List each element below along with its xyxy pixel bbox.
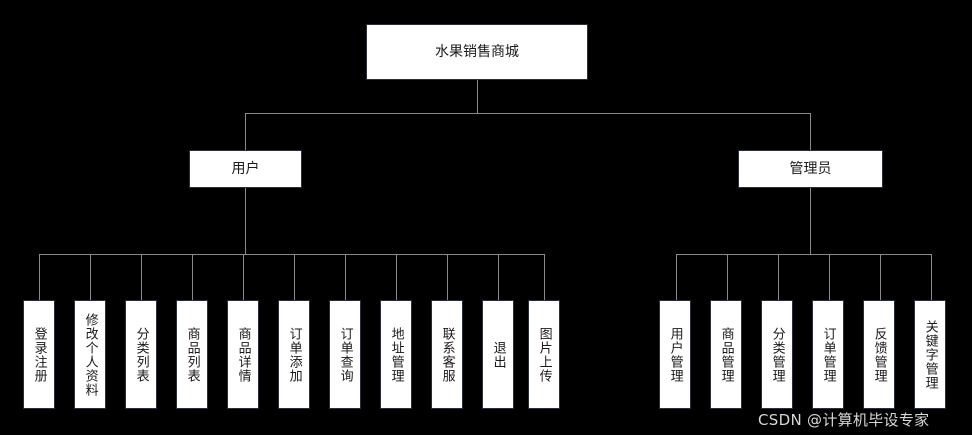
leaf-node-user[interactable]: 修改个人资料 xyxy=(74,300,106,409)
leaf-node-user[interactable]: 商品列表 xyxy=(176,300,208,409)
leaf-node-user-label: 分类列表 xyxy=(133,326,149,383)
node-root-label: 水果销售商城 xyxy=(435,43,519,60)
connector-admin-leaf-drop xyxy=(778,254,779,300)
leaf-node-admin-label: 用户管理 xyxy=(667,326,683,383)
leaf-node-user-label: 联系客服 xyxy=(439,326,455,383)
leaf-node-admin-label: 关键字管理 xyxy=(922,319,938,390)
node-branch-user[interactable]: 用户 xyxy=(189,150,302,188)
connector-drop-user xyxy=(245,113,246,150)
connector-admin-leaf-drop xyxy=(880,254,881,300)
connector-user-leaf-drop xyxy=(192,254,193,300)
leaf-node-admin[interactable]: 订单管理 xyxy=(812,300,844,409)
leaf-node-user-label: 订单查询 xyxy=(337,326,353,383)
leaf-node-user[interactable]: 图片上传 xyxy=(528,300,560,409)
connector-user-stem xyxy=(245,188,246,254)
connector-admin-bus xyxy=(676,254,931,255)
connector-user-leaf-drop xyxy=(498,254,499,300)
connector-admin-leaf-drop xyxy=(727,254,728,300)
connector-drop-admin xyxy=(810,113,811,150)
connector-user-bus xyxy=(39,254,544,255)
leaf-node-user[interactable]: 退出 xyxy=(482,300,514,409)
leaf-node-user[interactable]: 联系客服 xyxy=(431,300,463,409)
connector-top-bus xyxy=(245,113,811,114)
node-branch-user-label: 用户 xyxy=(231,160,260,177)
leaf-node-user-label: 商品列表 xyxy=(184,326,200,383)
leaf-node-user[interactable]: 订单查询 xyxy=(329,300,361,409)
connector-user-leaf-drop xyxy=(345,254,346,300)
leaf-node-user-label: 订单添加 xyxy=(286,326,302,383)
leaf-node-admin-label: 商品管理 xyxy=(718,326,734,383)
leaf-node-user[interactable]: 商品详情 xyxy=(227,300,259,409)
connector-admin-stem xyxy=(810,188,811,254)
node-root[interactable]: 水果销售商城 xyxy=(366,24,588,80)
connector-user-leaf-drop xyxy=(447,254,448,300)
leaf-node-admin[interactable]: 商品管理 xyxy=(710,300,742,409)
leaf-node-user[interactable]: 地址管理 xyxy=(380,300,412,409)
connector-user-leaf-drop xyxy=(90,254,91,300)
leaf-node-admin[interactable]: 反馈管理 xyxy=(863,300,895,409)
leaf-node-user-label: 修改个人资料 xyxy=(82,312,98,397)
connector-admin-leaf-drop xyxy=(676,254,677,300)
leaf-node-user-label: 地址管理 xyxy=(388,326,404,383)
connector-user-leaf-drop xyxy=(141,254,142,300)
connector-user-leaf-drop xyxy=(39,254,40,300)
connector-admin-leaf-drop xyxy=(829,254,830,300)
leaf-node-admin-label: 反馈管理 xyxy=(871,326,887,383)
leaf-node-admin[interactable]: 分类管理 xyxy=(761,300,793,409)
connector-user-leaf-drop xyxy=(544,254,545,300)
leaf-node-user[interactable]: 订单添加 xyxy=(278,300,310,409)
leaf-node-admin-label: 订单管理 xyxy=(820,326,836,383)
connector-root-stem xyxy=(477,80,478,113)
connector-user-leaf-drop xyxy=(294,254,295,300)
connector-user-leaf-drop xyxy=(396,254,397,300)
leaf-node-admin[interactable]: 关键字管理 xyxy=(914,300,946,409)
watermark-text: CSDN @计算机毕设专家 xyxy=(758,411,930,429)
leaf-node-user-label: 登录注册 xyxy=(31,326,47,383)
node-branch-admin-label: 管理员 xyxy=(789,160,832,177)
connector-admin-leaf-drop xyxy=(931,254,932,300)
leaf-node-user-label: 退出 xyxy=(490,340,506,369)
leaf-node-user-label: 商品详情 xyxy=(235,326,251,383)
leaf-node-user-label: 图片上传 xyxy=(536,326,552,383)
leaf-node-user[interactable]: 分类列表 xyxy=(125,300,157,409)
leaf-node-admin[interactable]: 用户管理 xyxy=(659,300,691,409)
connector-user-leaf-drop xyxy=(243,254,244,300)
leaf-node-user[interactable]: 登录注册 xyxy=(23,300,55,409)
node-branch-admin[interactable]: 管理员 xyxy=(738,150,883,188)
leaf-node-admin-label: 分类管理 xyxy=(769,326,785,383)
